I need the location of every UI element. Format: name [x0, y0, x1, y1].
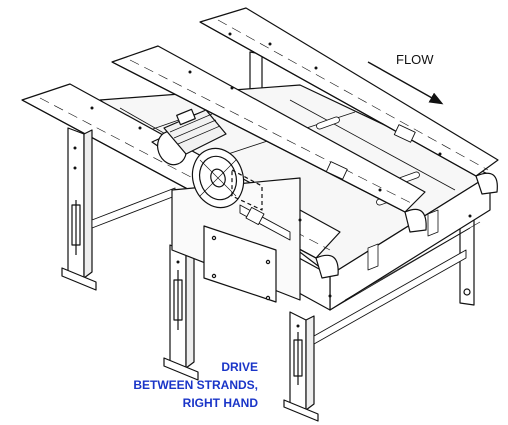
- caption-line-2: BETWEEN STRANDS,: [133, 378, 258, 392]
- strand-3-rail: [199, 7, 499, 195]
- drive-motor: [151, 108, 227, 166]
- front-leg-left: [61, 127, 97, 291]
- front-leg-middle: [163, 244, 199, 381]
- drive-sprocket: [191, 147, 263, 211]
- drive-caption: DRIVE BETWEEN STRANDS, RIGHT HAND: [133, 358, 258, 412]
- caption-line-1: DRIVE: [221, 360, 258, 374]
- caption-line-3: RIGHT HAND: [182, 396, 258, 410]
- arrow-down-right-icon: [367, 61, 444, 105]
- bolt-details: [73, 32, 472, 328]
- drive-shaft: [239, 204, 291, 241]
- front-leg-right: [283, 311, 319, 422]
- drive-guard-box: [171, 177, 301, 303]
- leg-brackets: [367, 209, 439, 271]
- flow-label: FLOW: [396, 52, 434, 67]
